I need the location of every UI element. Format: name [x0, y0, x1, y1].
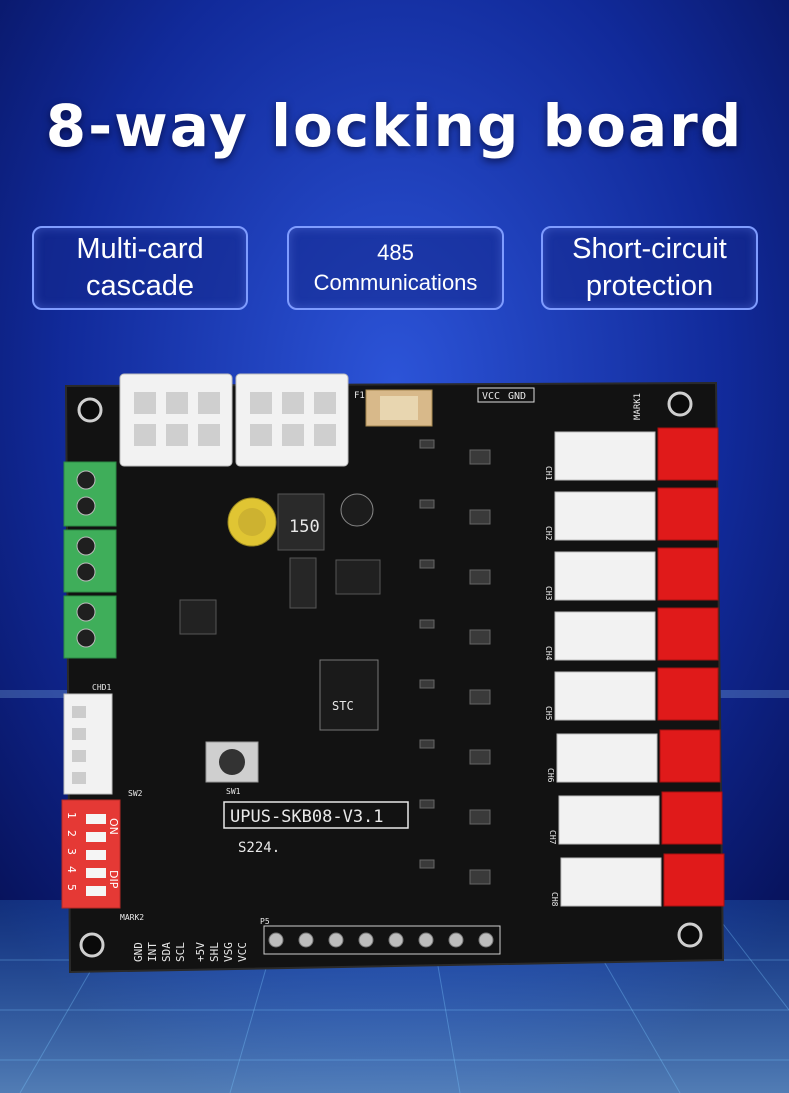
channel-connector: [554, 487, 719, 541]
dip-on-label: ON: [107, 818, 120, 835]
feature-label: 485 Communications: [313, 240, 478, 295]
sw1-label: SW1: [226, 787, 241, 796]
regulator-chip: [289, 557, 317, 609]
mount-hole-icon: [667, 391, 693, 417]
feature-badge-485: 485 Communications: [287, 226, 504, 310]
p5-label: P5: [260, 917, 270, 926]
power-connector: [119, 373, 233, 467]
fuse-label: F1: [354, 391, 365, 401]
dip-number: 2: [65, 830, 78, 837]
dip-switch: [61, 799, 121, 909]
feature-label: Short-circuit protection: [572, 233, 727, 302]
mcu-label: STC: [332, 699, 354, 713]
feature-badge-protection: Short-circuit protection: [541, 226, 758, 310]
channel-label: CH3: [544, 586, 553, 601]
feature-badge-cascade: Multi-card cascade: [32, 226, 248, 310]
channel-label: CH8: [550, 892, 559, 907]
terminal-block: [63, 461, 117, 527]
channel-label: CH7: [548, 830, 557, 845]
inductor: [277, 493, 325, 551]
dip-number: 4: [65, 866, 78, 873]
channel-connector: [554, 667, 719, 721]
channel-connector: [554, 547, 719, 601]
transceiver-chip: [179, 599, 217, 635]
batch-code: S224.: [238, 840, 280, 856]
uart-connector: [63, 693, 113, 795]
smd-components: [419, 439, 491, 885]
channel-connector: [560, 853, 725, 907]
gnd-label: GND: [508, 391, 526, 402]
reset-button: [205, 741, 259, 783]
uart-label: CHD1: [92, 683, 111, 692]
feature-label: Multi-card cascade: [76, 233, 204, 302]
power-connector: [235, 373, 349, 467]
channel-label: CH1: [544, 466, 553, 481]
regulator-chip: [335, 559, 381, 595]
model-label: UPUS-SKB08-V3.1: [230, 807, 384, 827]
mount-hole-icon: [677, 922, 703, 948]
channel-connector: [554, 427, 719, 481]
channel-connector: [558, 791, 723, 845]
page-title: 8-way locking board: [45, 92, 744, 160]
channel-label: CH5: [544, 706, 553, 721]
channel-label: CH4: [544, 646, 553, 661]
terminal-block: [63, 595, 117, 659]
pin-label: SHL: [208, 942, 221, 962]
mount-hole-icon: [79, 932, 105, 958]
dip-dip-label: DIP: [107, 870, 120, 889]
inductor-label: 150: [289, 517, 320, 537]
fuse: [365, 389, 433, 427]
dip-number: 5: [65, 884, 78, 891]
pin-label: GND: [132, 942, 145, 962]
mark2-label: MARK2: [120, 913, 144, 922]
mark1-label: MARK1: [633, 393, 643, 420]
pin-label: SCL: [174, 942, 187, 962]
vcc-label: VCC: [482, 391, 500, 402]
header-pads: [268, 932, 494, 948]
dip-number: 3: [65, 848, 78, 855]
pin-label: SDA: [160, 942, 173, 962]
pin-label: INT: [146, 942, 159, 962]
mcu-chip: STC: [319, 659, 379, 731]
sw2-label: SW2: [128, 789, 143, 798]
mount-hole-icon: [77, 397, 103, 423]
pin-label: VSG: [222, 942, 235, 962]
pin-label: VCC: [236, 942, 249, 962]
terminal-block: [63, 529, 117, 593]
channel-label: CH6: [546, 768, 555, 783]
capacitor: [340, 493, 374, 527]
pin-label: +5V: [194, 942, 207, 962]
dip-number: 1: [65, 812, 78, 819]
channel-connector: [554, 607, 719, 661]
channel-connector: [556, 729, 721, 783]
channel-label: CH2: [544, 526, 553, 541]
